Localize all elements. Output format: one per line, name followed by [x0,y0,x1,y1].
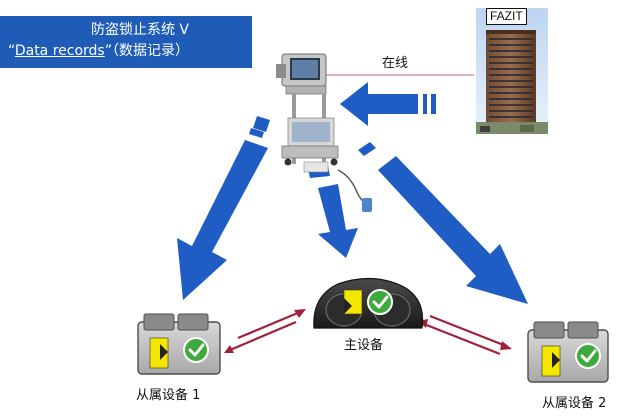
online-label: 在线 [382,56,409,71]
control-unit-slave1-icon [137,313,221,375]
title-quote-open: “ [8,43,15,59]
control-unit-slave2-icon [527,321,609,383]
arrow-fazit-to-tester [340,82,436,126]
arrow-tester-to-slave2 [358,142,528,304]
instrument-cluster-icon [313,277,424,329]
fazit-label: FAZIT [486,8,527,25]
slave2-label: 从属设备 2 [542,396,607,411]
master-label: 主设备 [344,338,384,353]
title-line1: 防盗锁止系统 V [90,22,190,38]
fazit-building-icon [476,8,548,134]
sync-arrows-slave1 [229,310,301,352]
title-rest: ”（数据记录） [104,43,189,59]
title-box: 防盗锁止系统 V “Data records”（数据记录） [0,16,252,68]
title-english: Data records [14,43,105,59]
diagnostic-tester-icon [276,53,372,212]
sync-arrows-slave2 [423,314,507,356]
slave1-label: 从属设备 1 [136,388,201,403]
arrow-tester-to-slave1 [177,116,270,300]
title-line2: “Data records”（数据记录） [8,40,246,62]
